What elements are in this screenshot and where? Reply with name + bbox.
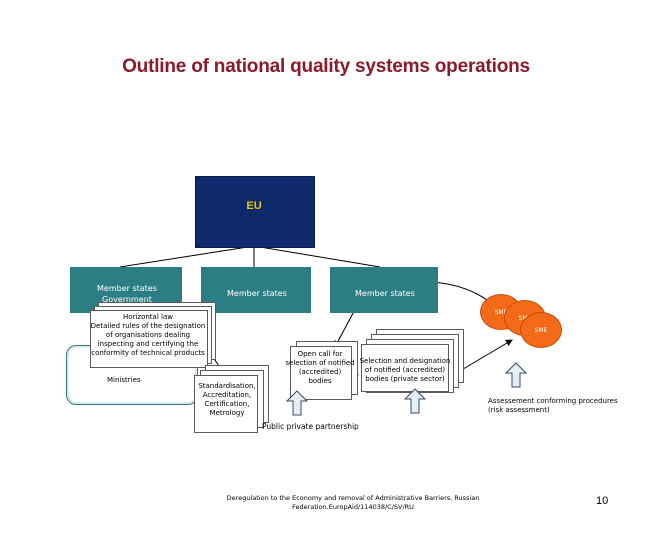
eu-to-government-line	[119, 245, 255, 268]
assessment-line: Assessement conforming procedures	[488, 397, 618, 405]
opencall-line: bodies	[308, 377, 332, 385]
horizontal-law-line: inspecting and certifying the	[97, 340, 199, 348]
selection-doc-front	[361, 344, 449, 392]
eu-label: EU	[246, 200, 262, 212]
horizontal-law-text: Horizontal law Detailed rules of the des…	[90, 313, 206, 358]
opencall-line: Open call for	[297, 350, 343, 358]
horizontal-law-line: Detailed rules of the designation	[90, 322, 206, 330]
selection-line: of notified (accredited)	[364, 366, 446, 374]
ppp-label: Public private partnership	[262, 422, 359, 431]
eu-to-right-line	[253, 245, 381, 268]
assessment-line: (risk assessment)	[488, 406, 550, 414]
sme-label: SME	[494, 308, 508, 316]
member-states-government-label-2: Government	[102, 295, 152, 304]
assessment-text: Assessement conforming procedures (risk …	[488, 397, 648, 415]
standardisation-line: Certification,	[204, 400, 250, 408]
slide-title: Outline of national quality systems oper…	[122, 56, 530, 77]
footer-line: Deregulation to the Economy and removal …	[226, 494, 480, 502]
standardisation-text: Standardisation, Accreditation, Certific…	[194, 382, 260, 418]
footer-line: Federation.EuropAid/114038/C/SV/RU	[292, 503, 414, 511]
member-states-middle-box	[201, 267, 311, 313]
page-number: 10	[596, 495, 609, 507]
member-states-government-label-1: Member states	[97, 284, 157, 293]
horizontal-law-line: of organisations dealing	[105, 331, 191, 339]
member-states-right-box	[330, 267, 438, 313]
horizontal-law-line: conformity of technical products	[91, 349, 205, 357]
standardisation-line: Accreditation,	[202, 391, 252, 399]
up-arrow-icon	[404, 388, 426, 414]
opencall-line: (accredited)	[298, 368, 342, 376]
opencall-text: Open call for selection of notified (acc…	[282, 350, 358, 386]
selection-text: Selection and designation of notified (a…	[356, 357, 454, 384]
opencall-line: selection of notified	[285, 359, 355, 367]
sme-label: SME	[534, 326, 548, 334]
horizontal-law-heading: Horizontal law	[123, 313, 173, 321]
eu-box	[195, 176, 315, 248]
member-states-middle-label: Member states	[227, 289, 287, 298]
ministries-label: Ministries	[107, 376, 141, 384]
opencall-doc-front	[290, 346, 352, 400]
selection-line: Selection and designation	[359, 357, 451, 365]
standardisation-line: Metrology	[209, 409, 245, 417]
up-arrow-icon	[505, 362, 527, 388]
selection-line: bodies (private sector)	[365, 375, 445, 383]
law-doc-front	[90, 310, 208, 368]
footer-text: Deregulation to the Economy and removal …	[208, 494, 498, 512]
up-arrow-icon	[286, 390, 308, 416]
sme-circle-3: SME	[520, 312, 562, 348]
standardisation-doc-front	[194, 375, 258, 433]
standardisation-line: Standardisation,	[198, 382, 256, 390]
member-states-right-label: Member states	[355, 289, 415, 298]
